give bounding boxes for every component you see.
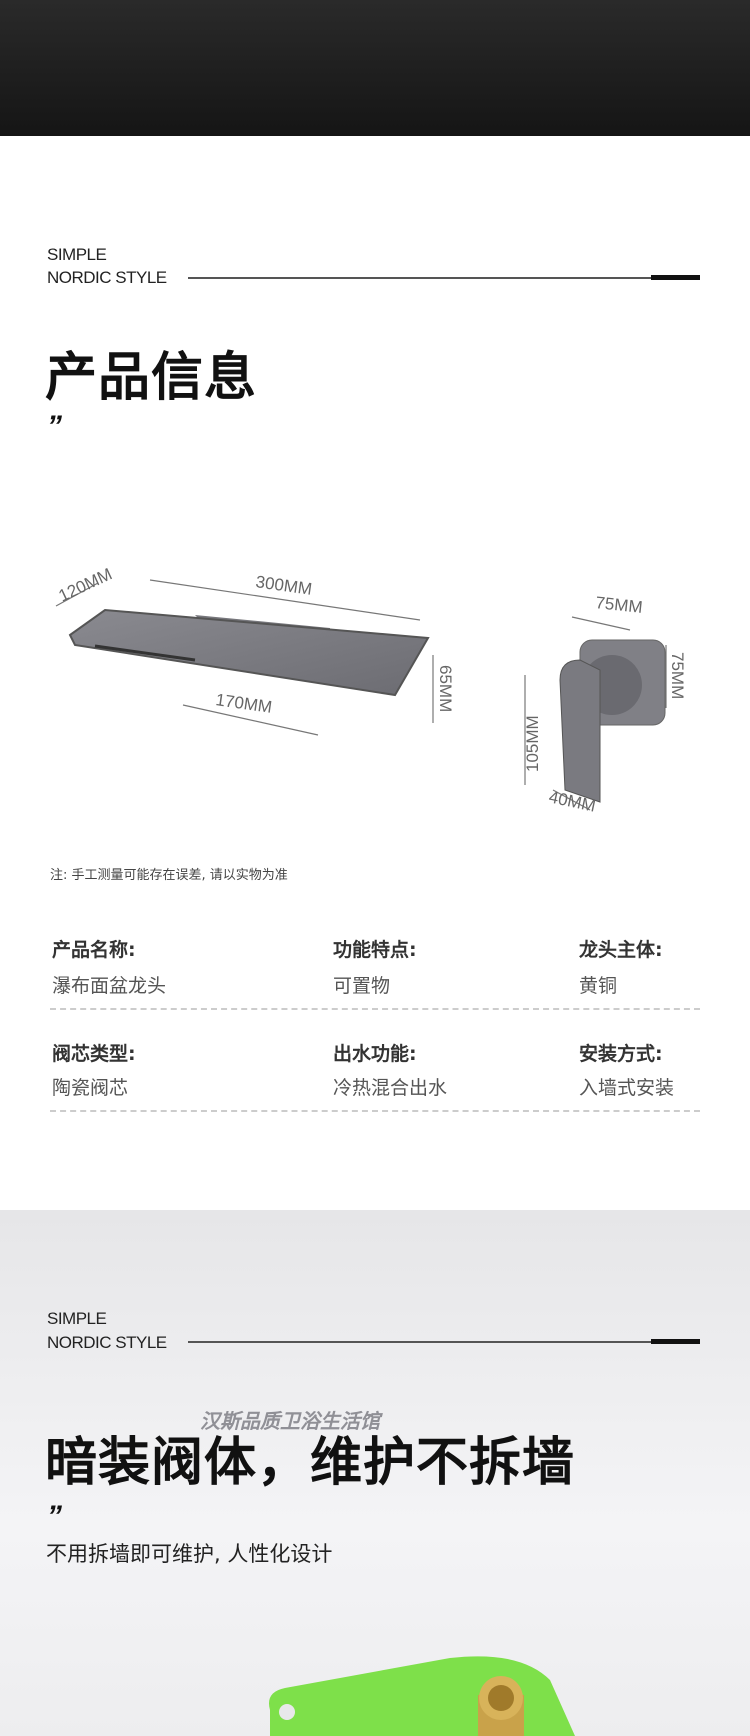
tag-nordic: NORDIC STYLE [47, 1333, 167, 1352]
dim-depth: 120MM [56, 564, 115, 605]
spec-value: 冷热混合出水 [333, 1077, 448, 1099]
dim-base: 170MM [214, 690, 273, 717]
dim-plate: 75MM [595, 593, 644, 617]
watermark: 汉斯品质卫浴生活馆 [200, 1409, 380, 1433]
spec-label: 龙头主体: [579, 939, 663, 961]
row-divider [50, 1110, 700, 1112]
valve-body-image [269, 1656, 575, 1736]
spec-value: 陶瓷阀芯 [52, 1077, 129, 1099]
spec-value: 可置物 [333, 975, 391, 997]
divider-line [188, 1341, 651, 1343]
divider-line [188, 277, 651, 279]
valve-faucet-image [559, 639, 666, 803]
section-title: 暗装阀体，维护不拆墙 [45, 1433, 576, 1493]
section-valve [0, 1210, 750, 1736]
waterfall-faucet-image [68, 608, 430, 697]
page-title: 产品信息 [45, 348, 258, 408]
dim-plate-height: 75MM [668, 652, 687, 699]
divider-bar [651, 1339, 700, 1344]
spec-value: 瀑布面盆龙头 [52, 975, 167, 997]
dim-handle: 105MM [523, 715, 542, 772]
dim-width: 300MM [254, 572, 313, 599]
dimension-diagram: 120MM 300MM 65MM 170MM 75MM 75MM 105MM 4… [56, 564, 687, 815]
spec-label: 产品名称: [52, 939, 136, 961]
spec-label: 安装方式: [579, 1043, 663, 1065]
measurement-note: 注: 手工测量可能存在误差, 请以实物为准 [50, 868, 288, 883]
top-banner [0, 0, 750, 136]
spec-value: 入墙式安装 [579, 1077, 675, 1099]
quote-mark: ” [47, 410, 62, 443]
spec-label: 功能特点: [333, 939, 417, 961]
row-divider [50, 1008, 700, 1010]
tag-simple: SIMPLE [47, 1309, 107, 1328]
spec-label: 阀芯类型: [52, 1043, 136, 1065]
dim-height: 65MM [436, 665, 455, 712]
section-subtitle: 不用拆墙即可维护, 人性化设计 [46, 1542, 333, 1566]
spec-label: 出水功能: [333, 1043, 417, 1065]
divider-bar [651, 275, 700, 280]
tag-simple: SIMPLE [47, 245, 107, 264]
tag-nordic: NORDIC STYLE [47, 268, 167, 287]
quote-mark: ” [47, 1500, 62, 1533]
spec-value: 黄铜 [579, 975, 618, 997]
